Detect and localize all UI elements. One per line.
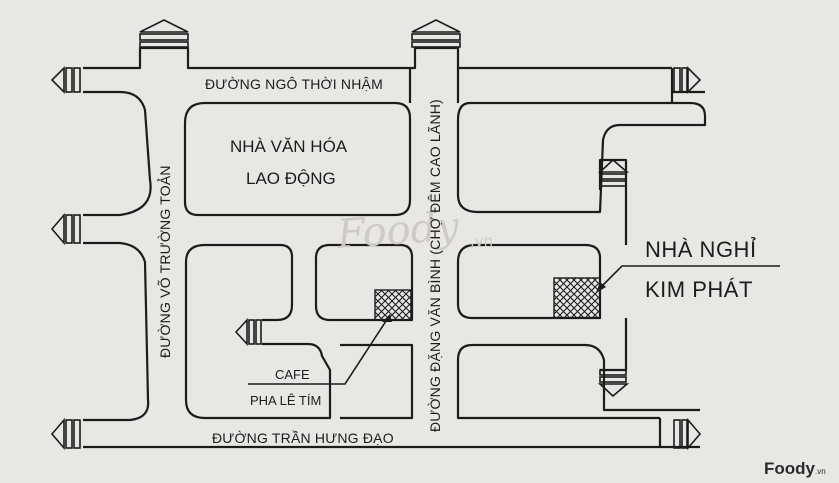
road-edge-left-mid — [83, 241, 150, 422]
arrow-left-bottom-icon — [50, 417, 81, 451]
block-right-lower — [472, 343, 700, 412]
arrow-right-bottom-icon — [673, 417, 702, 451]
block-right-top — [456, 101, 707, 214]
culture-house-label-2: LAO ĐỘNG — [246, 169, 336, 188]
cafe-label-1: CAFE — [275, 367, 310, 382]
hotel-location-marker — [553, 277, 601, 319]
hotel-label-1: NHÀ NGHỈ — [645, 237, 757, 262]
hotel-label-2: KIM PHÁT — [645, 277, 753, 302]
street-label-north: ĐƯỜNG NGÔ THỜI NHẬM — [205, 76, 383, 92]
hotel-pointer-arrowhead — [596, 282, 606, 293]
street-label-center: ĐƯỜNG ĐẶNG VĂN BÌNH (CHỢ ĐÊM CAO LÃNH) — [427, 99, 443, 432]
arrow-down-right-icon — [597, 369, 630, 398]
foody-logo-suffix: .vn — [815, 467, 826, 476]
cafe-label-2: PHA LÊ TÍM — [250, 393, 321, 408]
block-right-lower-2 — [456, 343, 660, 420]
block-cafe — [314, 243, 414, 322]
block-left-lower — [205, 243, 294, 322]
block-center-lower — [340, 343, 414, 420]
watermark-suffix: .vn — [470, 232, 493, 250]
block-culture-house — [183, 101, 412, 217]
arrow-left-top-icon — [50, 66, 81, 94]
cafe-pointer-arrowhead — [382, 314, 392, 322]
culture-house-label-1: NHÀ VĂN HÓA — [230, 137, 348, 156]
cafe-pointer-line — [248, 317, 389, 385]
cafe-location-marker — [374, 289, 412, 321]
hotel-pointer-line — [597, 265, 780, 291]
watermark-foody: Foody — [334, 203, 461, 258]
arrow-left-mid-icon — [50, 212, 81, 246]
block-hotel — [456, 243, 602, 320]
foody-logo: Foody — [764, 459, 816, 478]
street-label-south: ĐƯỜNG TRẦN HƯNG ĐẠO — [212, 430, 394, 446]
arrow-up-center-icon — [411, 19, 461, 48]
arrow-up-left-icon — [139, 19, 189, 48]
arrow-left-cafe-icon — [234, 317, 262, 347]
arrow-up-right-icon — [597, 158, 630, 187]
arrow-right-top-icon — [673, 66, 702, 94]
block-left-lower-2 — [184, 243, 332, 420]
road-edge-top — [83, 46, 672, 70]
road-edge-top-inner — [83, 90, 152, 217]
street-label-west: ĐƯỜNG VÕ TRƯỜNG TOẢN — [157, 165, 173, 358]
